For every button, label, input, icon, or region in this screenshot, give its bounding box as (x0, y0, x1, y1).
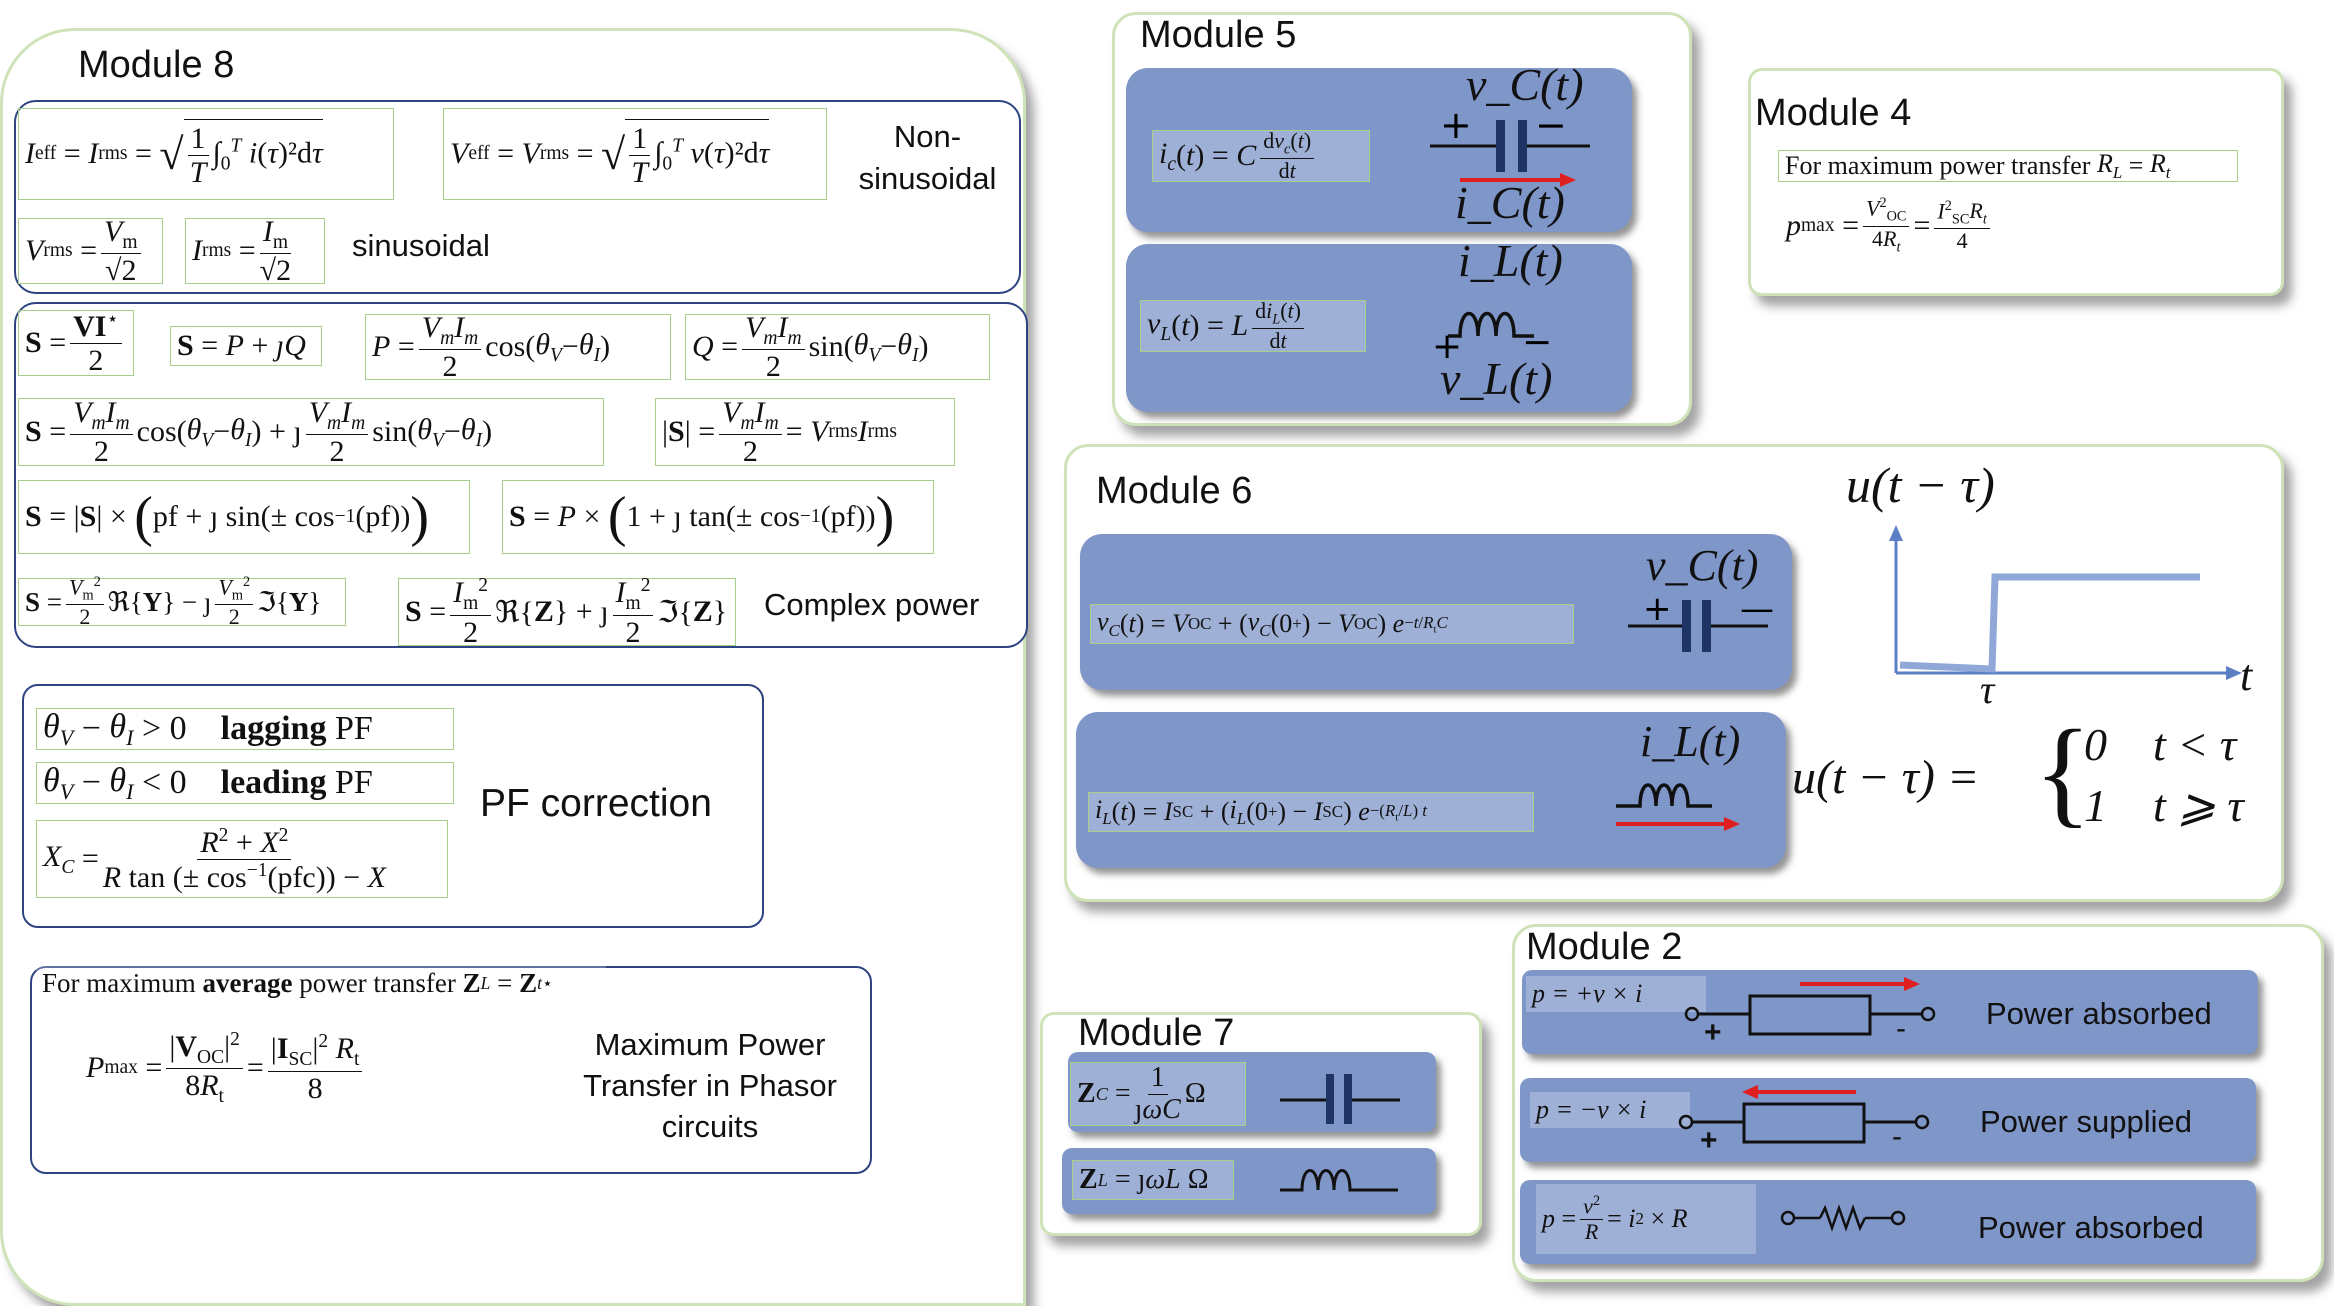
svg-text:+: + (1643, 589, 1672, 629)
label-nonsinusoidal: Non- sinusoidal (858, 119, 997, 196)
capacitor-transient-panel (1080, 534, 1792, 690)
plus-sign-1: + (1704, 1016, 1722, 1049)
svg-text:—: — (1740, 589, 1774, 629)
power-absorbed-panel-2 (1520, 1180, 2256, 1264)
svg-text:+: + (1440, 103, 1472, 147)
plus-sign-2: + (1700, 1124, 1718, 1157)
eq-power-1: p = +v × i (1526, 976, 1706, 1012)
svg-text:+: + (1432, 326, 1462, 367)
step-t-label: t (2240, 651, 2253, 700)
resistor-absorbed-1 (1684, 977, 1936, 1036)
capacitor-symbol-m7 (1280, 1074, 1400, 1124)
capacitor-symbol-m6: + — (1628, 589, 1774, 652)
minus-sign-2: - (1892, 1120, 1902, 1153)
max-power-phasor-section (30, 966, 872, 1174)
step-brace: { (2034, 705, 2092, 838)
module6-title: Module 6 (1096, 470, 1253, 512)
step-title: u(t − τ) (1846, 457, 1995, 513)
minus-sign-1: - (1896, 1012, 1906, 1045)
inductor-symbol: + − (1432, 312, 1552, 367)
svg-text:−: − (1535, 103, 1567, 147)
rms-section (14, 100, 1021, 294)
label-complex-power: Complex power (764, 587, 980, 622)
eq-s-pf: S = |S| × (pf + ȷ sin(± cos−1(pf))) (18, 480, 470, 554)
label-power-absorbed-1: Power absorbed (1986, 996, 2212, 1031)
module6-lbl-vc: v_C(t) (1646, 541, 1759, 590)
inductor-symbol-m6 (1616, 783, 1740, 831)
module7-title: Module 7 (1078, 1012, 1235, 1054)
module4-title: Module 4 (1755, 92, 1912, 134)
step-tau-label: τ (1980, 667, 1995, 712)
inductor-symbol-m7 (1280, 1169, 1398, 1192)
eq-lagging: θV − θI > 0 lagging PF (36, 708, 454, 750)
label-max-power-phasor: Maximum Power Transfer in Phasor circuit… (583, 1027, 837, 1144)
module8-title: Module 8 (78, 44, 235, 86)
module5-lbl-vc: v_C(t) (1466, 59, 1584, 110)
module2-title: Module 2 (1526, 926, 1683, 968)
module5-title: Module 5 (1140, 14, 1297, 56)
eq-s-p-pf: S = P × (1 + ȷ tan(± cos−1(pf))) (502, 480, 934, 554)
power-supplied-panel (1520, 1078, 2256, 1162)
eq-s-vi: S =VI⋆2 (18, 309, 134, 377)
eq-condition: For maximum power transfer RL = Rt (1778, 149, 2238, 182)
module5-lbl-vl: v_L(t) (1440, 353, 1553, 404)
step-plot (1889, 525, 2242, 680)
capacitor-symbol: + − (1430, 103, 1590, 187)
resistor-supplied (1678, 1085, 1930, 1144)
step-def-lhs: u(t − τ) = (1792, 751, 1980, 804)
capacitor-panel (1126, 68, 1632, 232)
eq-s-pq: S = P + ȷQ (170, 326, 322, 366)
eq-leading: θV − θI < 0 leading PF (36, 762, 454, 804)
eq-power-2: p = −v × i (1530, 1092, 1690, 1128)
step-case2: 1 t ⩾ τ (2084, 780, 2244, 831)
module5-lbl-il: i_L(t) (1458, 235, 1563, 286)
pf-correction-section (22, 684, 764, 928)
inductor-panel (1126, 244, 1632, 412)
label-sinusoidal: sinusoidal (352, 228, 490, 263)
step-case1: 0 t < τ (2084, 719, 2237, 770)
label-pf-correction: PF correction (480, 782, 712, 825)
module5-lbl-ic: i_C(t) (1455, 177, 1565, 228)
complex-power-section (14, 302, 1028, 648)
svg-text:−: − (1522, 322, 1552, 363)
zl-panel (1062, 1148, 1436, 1214)
label-power-supplied: Power supplied (1980, 1104, 2192, 1139)
label-power-absorbed-2: Power absorbed (1978, 1210, 2204, 1245)
resistor-zigzag (1780, 1204, 1906, 1232)
zc-panel (1068, 1052, 1436, 1132)
module6-lbl-il: i_L(t) (1640, 717, 1741, 766)
module4-card (1748, 68, 2284, 296)
